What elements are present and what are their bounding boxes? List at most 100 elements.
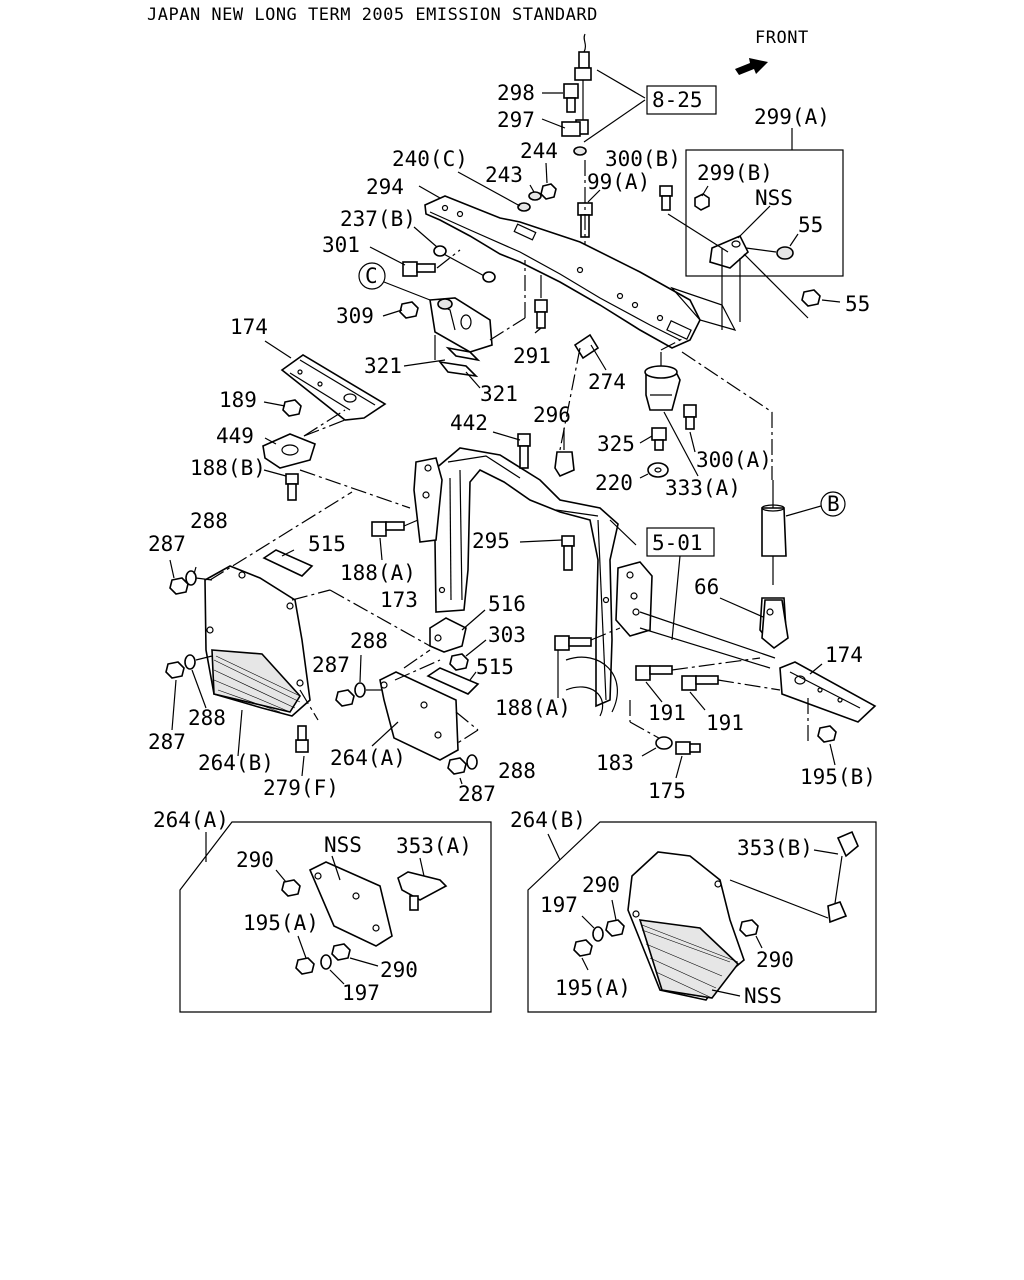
callout-309: 309 (336, 304, 374, 328)
washer-288-d (466, 754, 478, 770)
mount-nss-299a (709, 234, 749, 269)
frame-173 (433, 447, 637, 708)
detail-b-shield (627, 851, 745, 1001)
rod-237b (433, 245, 496, 283)
ref-box-8-25[interactable] (646, 85, 717, 115)
callout-321-a: 321 (364, 354, 402, 378)
detail-b-290a: 290 (582, 873, 620, 897)
callout-296: 296 (533, 403, 571, 427)
callout-240c: 240(C) (392, 147, 468, 171)
shield-264b (204, 565, 311, 717)
bolt-295 (561, 535, 575, 571)
callout-220: 220 (595, 471, 633, 495)
ref-5-01[interactable]: 5-01 (652, 531, 703, 555)
pad-515-lower (426, 667, 480, 695)
callout-333a: 333(A) (665, 476, 741, 500)
callout-288-d: 288 (498, 759, 536, 783)
bolt-442 (517, 433, 531, 469)
callout-264b: 264(B) (198, 751, 274, 775)
callout-nss-299: NSS (755, 186, 793, 210)
callout-300a: 300(A) (696, 448, 772, 472)
nut-55 (801, 289, 821, 307)
callout-279f: 279(F) (263, 776, 339, 800)
nut-287-d (447, 757, 467, 775)
detail-box-264a (179, 821, 492, 1013)
callout-288-c: 288 (188, 706, 226, 730)
bolt-298 (563, 83, 579, 113)
callout-442: 442 (450, 411, 488, 435)
detail-a-nut-195a (295, 957, 315, 975)
callout-298: 298 (497, 81, 535, 105)
callout-321-b: 321 (480, 382, 518, 406)
ref-8-25[interactable]: 8-25 (652, 88, 703, 112)
callout-516: 516 (488, 592, 526, 616)
bolt-291 (534, 299, 548, 329)
detail-a-nut-290a (281, 879, 301, 897)
detail-b-353b: 353(B) (737, 836, 813, 860)
bolt-325 (651, 427, 667, 451)
callout-291: 291 (513, 344, 551, 368)
header-title: JAPAN NEW LONG TERM 2005 EMISSION STANDA… (147, 5, 598, 25)
callout-66: 66 (694, 575, 719, 599)
bolt-175 (675, 741, 701, 755)
callout-c: C (365, 264, 378, 288)
callout-175: 175 (648, 779, 686, 803)
callout-303: 303 (488, 623, 526, 647)
detail-a-197: 197 (342, 981, 380, 1005)
detail-a-nss: NSS (324, 833, 362, 857)
nut-303 (449, 653, 469, 671)
callout-301: 301 (322, 233, 360, 257)
callout-287-a: 287 (148, 532, 186, 556)
detail-b-nut-290b (739, 919, 759, 937)
plate-174-lower (779, 661, 877, 723)
callout-264a: 264(A) (330, 746, 406, 770)
bracket-left-frame (413, 457, 443, 543)
crossmember-294 (424, 195, 701, 349)
callout-191-a: 191 (648, 701, 686, 725)
detail-a-353a: 353(A) (396, 834, 472, 858)
detail-a-195a: 195(A) (243, 911, 319, 935)
callout-299a: 299(A) (754, 105, 830, 129)
detail-a-290b: 290 (380, 958, 418, 982)
callout-288-b: 288 (350, 629, 388, 653)
detail-b-title: 264(B) (510, 808, 586, 832)
washer-183 (655, 736, 673, 750)
callout-99a: 99(A) (587, 170, 650, 194)
pad-515-upper (262, 549, 314, 577)
bolt-191-right (681, 675, 719, 691)
callout-515-a: 515 (308, 532, 346, 556)
bolt-301 (402, 261, 436, 277)
shock-marker-b (820, 491, 846, 517)
callout-287-d: 287 (458, 782, 496, 806)
callout-325: 325 (597, 432, 635, 456)
bolt-188b (285, 473, 299, 501)
detail-b-stud-353b (827, 830, 859, 924)
detail-b-washer-197 (592, 926, 604, 942)
callout-449: 449 (216, 424, 254, 448)
callout-515-b: 515 (476, 655, 514, 679)
bracket-449 (262, 433, 316, 469)
nut-309 (399, 301, 419, 319)
bracket-264a (379, 671, 459, 761)
washer-288-b (184, 654, 196, 670)
bolt-188a-upper (371, 521, 405, 537)
ref-box-5-01[interactable] (646, 527, 715, 557)
washer-55 (776, 246, 794, 260)
detail-b-290b: 290 (756, 948, 794, 972)
bolt-188a-lower (554, 635, 592, 651)
bracket-c-marker (358, 262, 386, 290)
washer-243 (528, 191, 542, 201)
callout-288-a: 288 (190, 509, 228, 533)
bolt-279f (295, 725, 309, 753)
callout-287-c: 287 (148, 730, 186, 754)
detail-a-bracket (308, 861, 393, 947)
callout-237b: 237(B) (340, 207, 416, 231)
shim-321-upper (445, 346, 481, 362)
callout-274: 274 (588, 370, 626, 394)
detail-box-264b (527, 821, 877, 1013)
front-label: FRONT (755, 28, 809, 48)
washer-288-c (354, 682, 366, 698)
nut-195b (817, 725, 837, 743)
detail-box-299a (685, 149, 844, 277)
callout-243: 243 (485, 163, 523, 187)
